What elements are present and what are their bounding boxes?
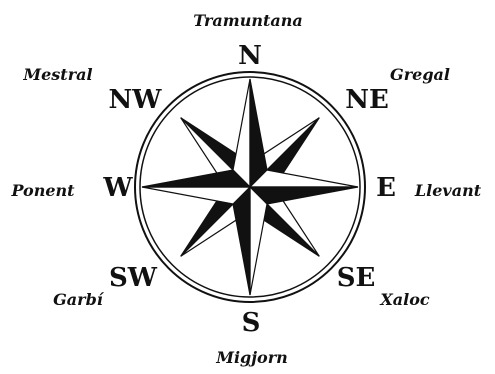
wind-label-gregal: Gregal xyxy=(390,65,450,84)
compass-star xyxy=(142,79,358,295)
star-point-n-dark xyxy=(250,79,267,187)
wind-label-llevant: Llevant xyxy=(414,181,482,200)
direction-label-e: E xyxy=(376,173,396,203)
direction-label-ne: NE xyxy=(345,85,389,115)
wind-label-migjorn: Migjorn xyxy=(215,348,288,367)
direction-label-se: SE xyxy=(337,263,376,293)
star-point-n-light xyxy=(233,79,250,187)
direction-label-w: W xyxy=(102,173,133,203)
wind-label-mestral: Mestral xyxy=(22,65,92,84)
wind-label-tramuntana: Tramuntana xyxy=(193,11,303,30)
star-point-w-light xyxy=(142,187,250,204)
star-point-w-dark xyxy=(142,170,250,187)
direction-label-n: N xyxy=(238,41,262,71)
direction-label-nw: NW xyxy=(109,85,163,115)
star-point-e-light xyxy=(250,170,358,187)
direction-label-sw: SW xyxy=(109,263,158,293)
star-point-s-dark xyxy=(233,187,250,295)
direction-label-s: S xyxy=(242,308,261,338)
wind-label-xaloc: Xaloc xyxy=(379,290,430,309)
star-point-s-light xyxy=(250,187,267,295)
wind-label-ponent: Ponent xyxy=(10,181,75,200)
wind-label-garbi: Garbí xyxy=(53,290,105,309)
star-point-e-dark xyxy=(250,187,358,204)
